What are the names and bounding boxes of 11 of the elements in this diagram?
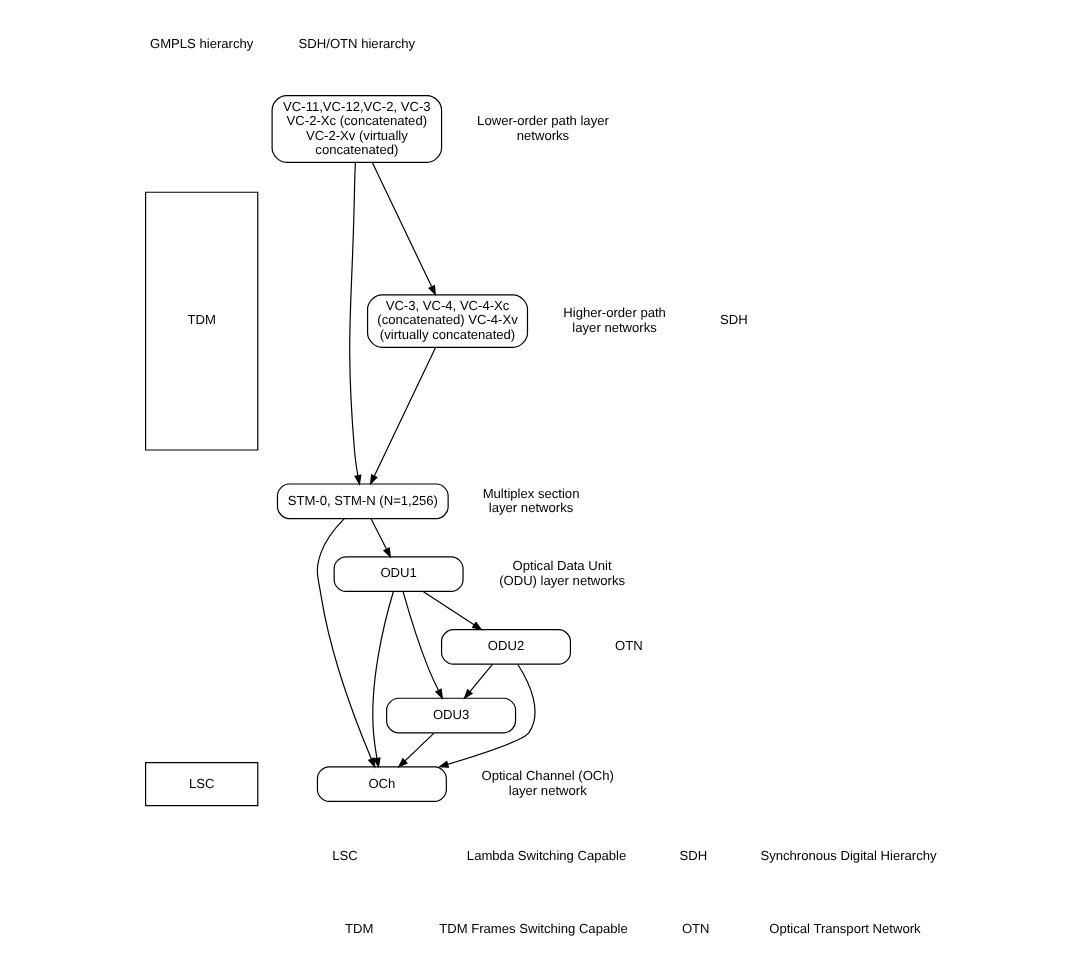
arrow: [463, 662, 494, 699]
arrow: [397, 731, 435, 768]
arrow: [422, 590, 483, 630]
arrow: [316, 517, 376, 768]
arrow: [370, 517, 392, 558]
arrow: [349, 161, 362, 485]
arrow: [402, 590, 444, 699]
arrow: [372, 590, 394, 768]
arrow: [437, 662, 536, 767]
arrow: [369, 345, 437, 485]
arrow: [371, 161, 437, 296]
